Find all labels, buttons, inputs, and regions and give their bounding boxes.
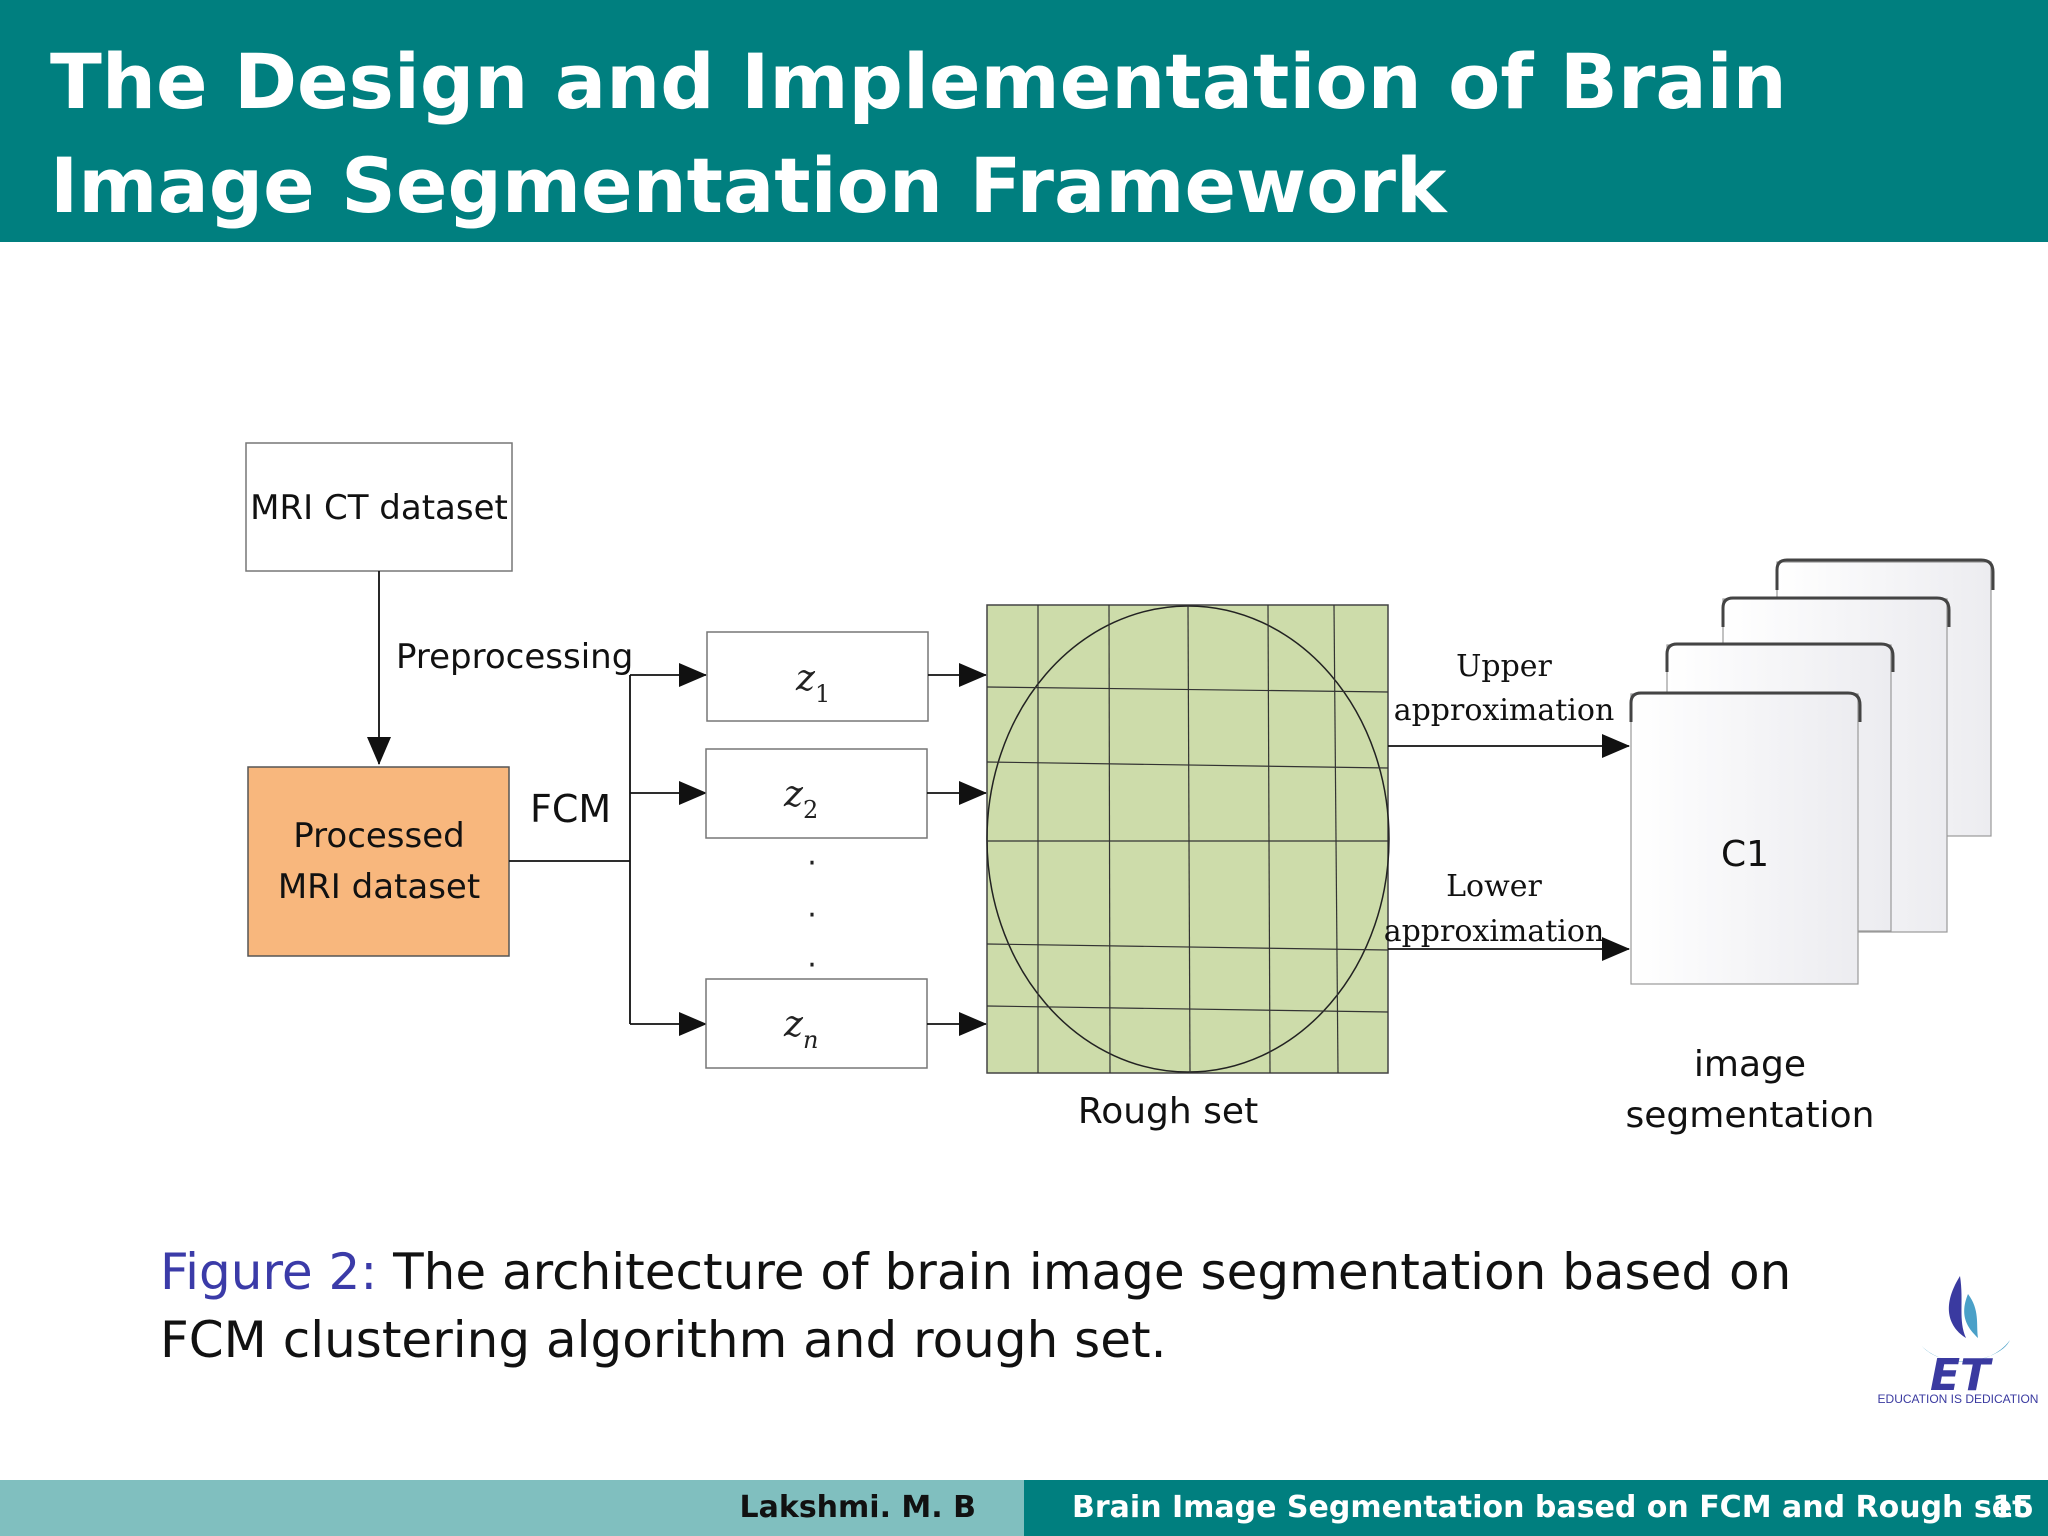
- upper-label-line2: approximation: [1394, 693, 1615, 728]
- ellipsis-dot-2: ·: [807, 898, 817, 933]
- footer-author-bar: Lakshmi. M. B: [0, 1480, 1024, 1536]
- figure-caption-text: The architecture of brain image segmenta…: [160, 1243, 1792, 1369]
- architecture-diagram: MRI CT dataset Preprocessing Processed M…: [245, 442, 1995, 1136]
- rough-set-grid: [986, 604, 1390, 1074]
- z1-box: [706, 631, 929, 722]
- footer-title-bar: Brain Image Segmentation based on FCM an…: [1024, 1480, 2048, 1536]
- institution-logo: ET: [1920, 1276, 2010, 1401]
- image-segmentation-line2: segmentation: [1626, 1095, 1875, 1136]
- figure-label: Figure 2:: [160, 1243, 378, 1301]
- processed-label-line2: MRI dataset: [278, 867, 480, 907]
- rough-set-label: Rough set: [1078, 1091, 1258, 1132]
- segmentation-card-stack: [1629, 558, 1995, 985]
- image-segmentation-line1: image: [1694, 1044, 1806, 1085]
- lower-label-line1: Lower: [1446, 869, 1542, 904]
- z1-label: z1: [795, 658, 830, 708]
- upper-label-line1: Upper: [1456, 649, 1552, 684]
- processed-label-line1: Processed: [293, 816, 464, 856]
- preprocessing-label: Preprocessing: [396, 637, 633, 677]
- zn-label: zn: [783, 1004, 818, 1054]
- z2-label: z2: [783, 774, 818, 824]
- logo-letters: ET: [1930, 1350, 1993, 1401]
- footer-author: Lakshmi. M. B: [739, 1490, 976, 1525]
- processed-mri-dataset-box: [247, 766, 510, 957]
- mri-ct-dataset-label: MRI CT dataset: [250, 488, 508, 528]
- slide-title: The Design and Implementation of Brain I…: [50, 37, 1787, 230]
- logo-tagline: EDUCATION IS DEDICATION: [1877, 1392, 2039, 1406]
- lower-label-line2: approximation: [1384, 914, 1605, 949]
- fcm-label: FCM: [530, 787, 611, 831]
- ellipsis-dot-3: ·: [807, 948, 817, 983]
- footer-talk-title: Brain Image Segmentation based on FCM an…: [1072, 1490, 2027, 1525]
- z2-box: [705, 748, 928, 839]
- title-bar: The Design and Implementation of Brain I…: [0, 0, 2048, 242]
- zn-box: [705, 978, 928, 1069]
- page-number: 15: [1992, 1490, 2034, 1525]
- mri-ct-dataset-box: [245, 442, 513, 572]
- ellipsis-dot-1: ·: [807, 846, 817, 881]
- figure-caption: Figure 2: The architecture of brain imag…: [160, 1238, 1840, 1374]
- c1-label: C1: [1721, 834, 1769, 875]
